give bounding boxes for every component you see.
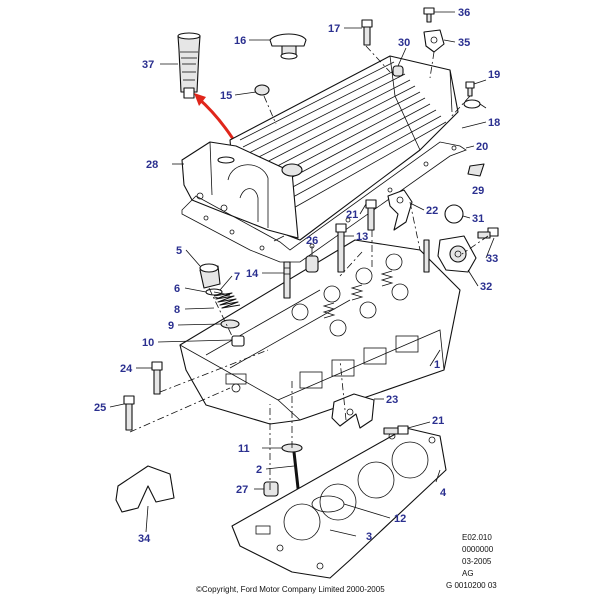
- callout-13: 13: [356, 231, 368, 243]
- reference-block: E02.010 0000000 03-2005 AG G 0010200 03: [446, 533, 497, 590]
- part-head-gasket: [231, 427, 447, 579]
- callout-27: 27: [236, 484, 248, 496]
- ref-line-1: E02.010: [462, 533, 492, 542]
- callout-8: 8: [174, 304, 180, 316]
- callout-labels: 1 2 3 4 5 6 7 8 9 10 11 12 13 14 15 16 1…: [94, 7, 500, 545]
- ref-line-5: G 0010200 03: [446, 581, 497, 590]
- callout-31: 31: [472, 213, 484, 225]
- callout-24: 24: [120, 363, 133, 375]
- callout-32: 32: [480, 281, 492, 293]
- part-oil-filler-tube: [177, 32, 201, 99]
- callout-7: 7: [234, 271, 240, 283]
- part-cylinder-head: [179, 239, 461, 425]
- callout-33: 33: [486, 253, 498, 265]
- callout-15: 15: [220, 90, 232, 102]
- part-cover-gasket: [181, 141, 467, 263]
- part-bolt-33: [477, 227, 499, 239]
- callout-34: 34: [138, 533, 151, 545]
- part-bolt-13: [335, 223, 347, 273]
- part-stud-14: [283, 261, 291, 299]
- part-seat-9: [220, 319, 240, 329]
- part-bracket-34: [115, 465, 175, 513]
- red-arrow-head: [194, 93, 206, 106]
- callout-36: 36: [458, 7, 470, 19]
- part-grommet-15: [254, 84, 270, 96]
- ref-line-4: AG: [462, 569, 474, 578]
- alignment-lines: [129, 45, 489, 490]
- callout-3: 3: [366, 531, 372, 543]
- callout-23: 23: [386, 394, 398, 406]
- callout-1: 1: [434, 359, 440, 371]
- part-bolt-17: [361, 19, 373, 46]
- callout-19: 19: [488, 69, 500, 81]
- callout-14: 14: [246, 268, 259, 280]
- part-sensor-35: [423, 29, 445, 53]
- part-washer-18: [463, 99, 481, 109]
- callout-35: 35: [458, 37, 470, 49]
- callout-21-upper: 21: [346, 209, 358, 221]
- part-cover-end: [181, 141, 303, 239]
- callout-22: 22: [426, 205, 438, 217]
- part-sensor-30: [392, 65, 404, 77]
- callout-30: 30: [398, 37, 410, 49]
- part-bolt-21-upper: [365, 199, 377, 231]
- part-screw-36: [423, 7, 435, 23]
- callout-16: 16: [234, 35, 246, 47]
- ref-line-3: 03-2005: [462, 557, 492, 566]
- callout-12: 12: [394, 513, 406, 525]
- callout-28: 28: [146, 159, 158, 171]
- callout-20: 20: [476, 141, 488, 153]
- callout-9: 9: [168, 320, 174, 332]
- part-plug-31: [444, 204, 464, 224]
- part-stud-right: [423, 239, 430, 273]
- callout-5: 5: [176, 245, 182, 257]
- part-oil-cap: [269, 33, 307, 60]
- part-bracket-23: [331, 393, 375, 429]
- part-clip-29: [467, 163, 485, 177]
- callout-29: 29: [472, 185, 484, 197]
- callout-4: 4: [440, 487, 447, 499]
- callout-6: 6: [174, 283, 180, 295]
- callout-21-lower: 21: [432, 415, 444, 427]
- copyright-text: ©Copyright, Ford Motor Company Limited 2…: [196, 585, 385, 594]
- part-bolt-25: [123, 395, 135, 431]
- ref-line-2: 0000000: [462, 545, 494, 554]
- gasket-holes: [203, 145, 457, 251]
- part-spring-8: [213, 291, 241, 309]
- part-bolt-24: [151, 361, 163, 395]
- part-plug-26: [305, 255, 319, 273]
- callout-26: 26: [306, 235, 318, 247]
- part-bolt-21-lower: [383, 425, 409, 435]
- callout-2: 2: [256, 464, 262, 476]
- leader-lines: [109, 11, 495, 537]
- callout-25: 25: [94, 402, 106, 414]
- part-tappet-5: [199, 263, 221, 289]
- part-plug-27: [263, 481, 279, 497]
- part-pulley-32: [437, 235, 477, 273]
- callout-37: 37: [142, 59, 154, 71]
- callout-11: 11: [238, 443, 250, 455]
- part-seal-10: [231, 335, 245, 347]
- part-bolt-19: [465, 81, 475, 97]
- callout-10: 10: [142, 337, 154, 349]
- callout-17: 17: [328, 23, 340, 35]
- callout-18: 18: [488, 117, 500, 129]
- part-bracket-22: [387, 189, 413, 231]
